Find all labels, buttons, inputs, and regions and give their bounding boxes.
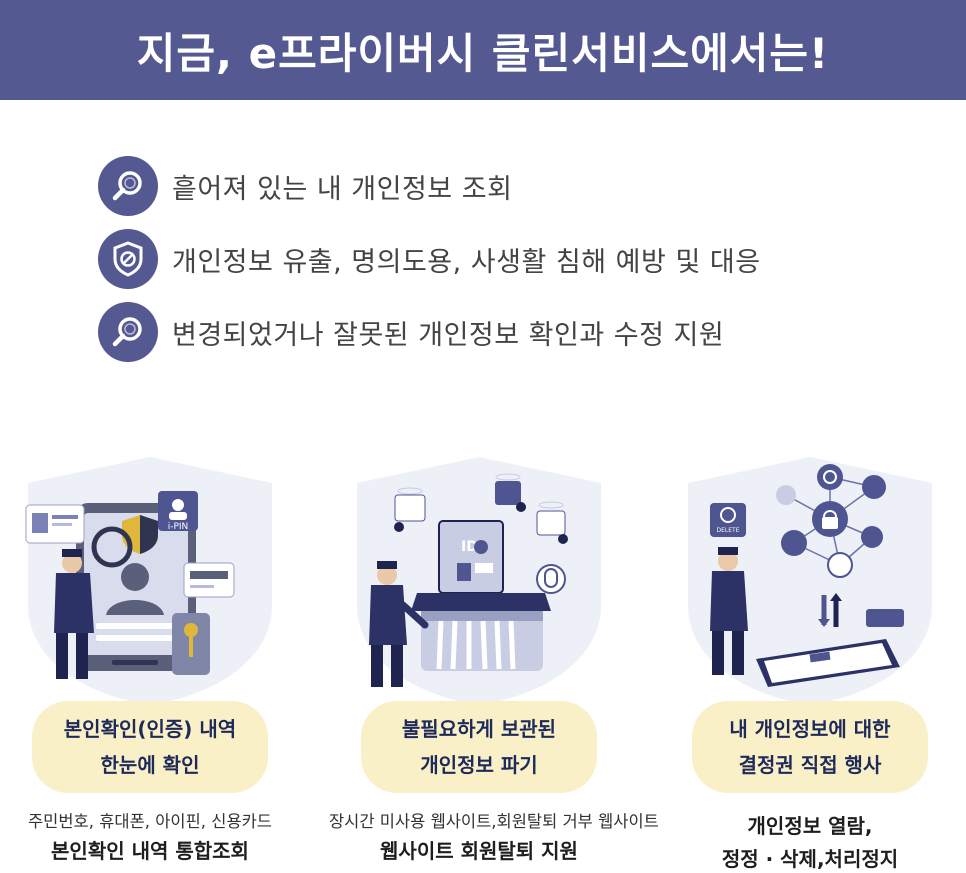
- pill-line: 본인확인(인증) 내역: [63, 717, 237, 741]
- card-pill: 불필요하게 보관된 개인정보 파기: [361, 701, 597, 793]
- desc-small: 주민번호, 휴대폰, 아이핀, 신용카드: [28, 812, 272, 831]
- desc-small: 장시간 미사용 웹사이트,회원탈퇴 거부 웹사이트: [329, 812, 659, 831]
- pill-line: 불필요하게 보관된: [401, 717, 557, 741]
- feature-text: 변경되었거나 잘못된 개인정보 확인과 수정 지원: [172, 319, 725, 351]
- card-description: 개인정보 열람, 정정 · 삭제,처리정지: [660, 810, 960, 873]
- pill-line: 내 개인정보에 대한: [729, 717, 891, 741]
- magnifier-icon: [98, 156, 158, 216]
- ipin-label: i-PIN: [168, 522, 189, 532]
- delete-label: DELETE: [716, 527, 739, 534]
- desc-bold: 본인확인 내역 통합조회: [51, 839, 249, 863]
- pill-line: 결정권 직접 행사: [738, 753, 882, 777]
- feature-list: 흩어져 있는 내 개인정보 조회 개인정보 유출, 명의도용, 사생활 침해 예…: [98, 155, 761, 374]
- header-banner: 지금, e프라이버시 클린서비스에서는!: [0, 0, 966, 100]
- feature-item: 변경되었거나 잘못된 개인정보 확인과 수정 지원: [98, 301, 761, 363]
- feature-text: 개인정보 유출, 명의도용, 사생활 침해 예방 및 대응: [172, 246, 761, 278]
- shredder-illustration: ID: [357, 457, 601, 705]
- feature-item: 흩어져 있는 내 개인정보 조회: [98, 155, 761, 217]
- banner-title: 지금, e프라이버시 클린서비스에서는!: [136, 28, 830, 78]
- card-description: 장시간 미사용 웹사이트,회원탈퇴 거부 웹사이트 웹사이트 회원탈퇴 지원: [329, 810, 659, 868]
- desc-bold: 웹사이트 회원탈퇴 지원: [380, 839, 578, 863]
- service-card-delete: ID 불필요하게 보관된 개인정보 파기 장시간 미사용 웹사이트,: [329, 455, 659, 873]
- pill-line: 개인정보 파기: [420, 753, 538, 777]
- feature-item: 개인정보 유출, 명의도용, 사생활 침해 예방 및 대응: [98, 228, 761, 290]
- service-card-identity: i-PIN 본인확인(인증) 내역 한눈에 확인 주민번호, 휴대폰, 아이핀,…: [0, 455, 300, 873]
- id-label: ID: [461, 539, 478, 555]
- magnifier-icon: [98, 302, 158, 362]
- pill-line: 한눈에 확인: [100, 753, 200, 777]
- desc-bold: 개인정보 열람,: [747, 814, 873, 838]
- feature-text: 흩어져 있는 내 개인정보 조회: [172, 173, 513, 205]
- service-card-control: DELETE 내 개인정보에 대한 결정권 직접 행사 개인정보 열람, 정정 …: [660, 455, 960, 873]
- identity-check-illustration: i-PIN: [25, 457, 272, 705]
- card-pill: 내 개인정보에 대한 결정권 직접 행사: [692, 701, 928, 793]
- shield-block-icon: [98, 229, 158, 289]
- card-pill: 본인확인(인증) 내역 한눈에 확인: [32, 701, 268, 793]
- card-description: 주민번호, 휴대폰, 아이핀, 신용카드 본인확인 내역 통합조회: [0, 810, 300, 868]
- data-control-illustration: DELETE: [688, 457, 932, 705]
- desc-bold: 정정 · 삭제,처리정지: [721, 847, 899, 871]
